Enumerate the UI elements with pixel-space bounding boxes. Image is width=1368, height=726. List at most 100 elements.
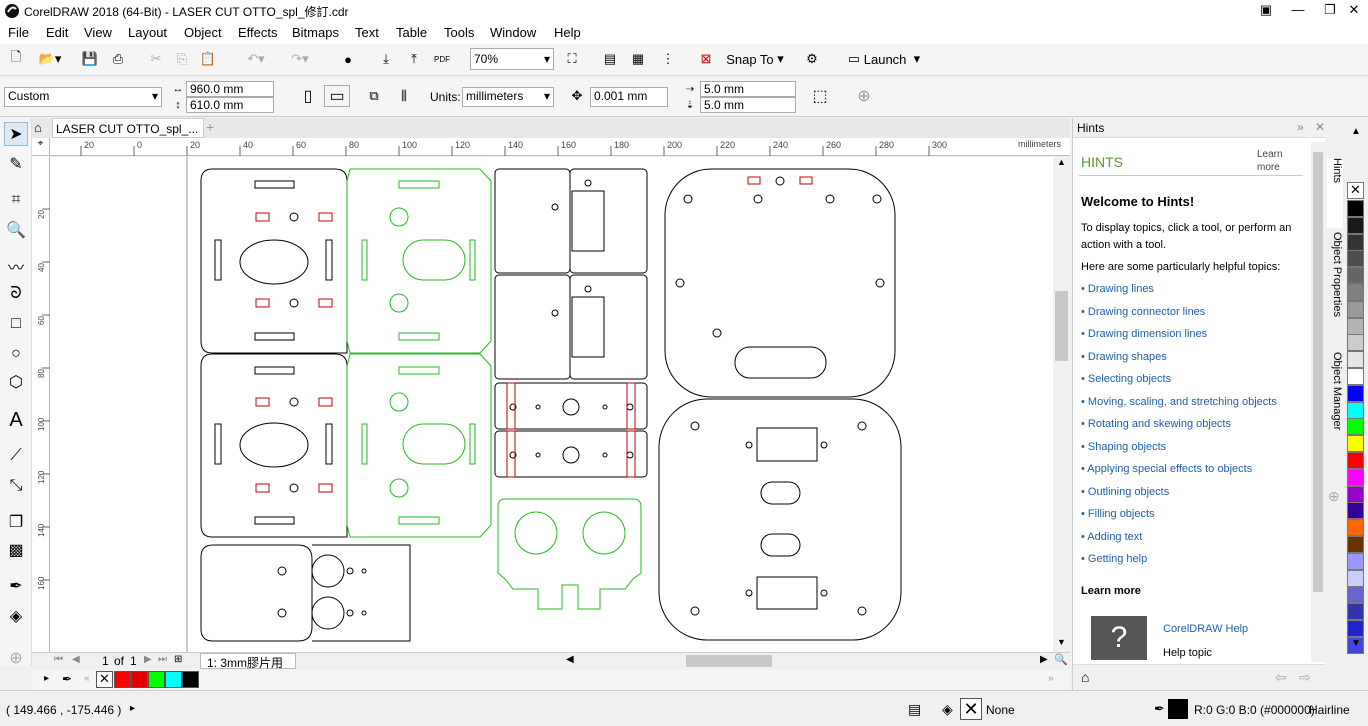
color-manager-icon[interactable]: ▤ xyxy=(908,701,922,717)
next-page-icon[interactable]: ▶ xyxy=(144,654,152,665)
vertical-scrollbar[interactable]: ▲ ▼ xyxy=(1053,157,1070,652)
drawing-canvas[interactable] xyxy=(50,157,1053,652)
hint-topic-link[interactable]: • Drawing lines xyxy=(1081,283,1154,295)
print-icon[interactable]: ⎙ xyxy=(112,51,124,66)
options-gear-icon[interactable]: ⚙ xyxy=(806,51,818,66)
copy-icon[interactable]: ⎘ xyxy=(176,51,188,66)
home-icon[interactable]: ⌂ xyxy=(34,120,42,135)
artistic-media-icon[interactable]: ᘐ xyxy=(10,285,22,302)
close-icon[interactable]: ✕ xyxy=(1315,120,1326,134)
shape-tool-icon[interactable]: ✎ xyxy=(9,156,23,173)
document-palette-swatch[interactable] xyxy=(114,671,131,688)
palette-swatch[interactable] xyxy=(1347,519,1364,537)
show-rulers-icon[interactable]: ▤ xyxy=(603,51,617,66)
palette-swatch[interactable] xyxy=(1347,636,1364,654)
palette-swatch[interactable] xyxy=(1347,603,1364,621)
palette-swatch[interactable] xyxy=(1347,485,1364,503)
scroll-left-icon[interactable]: « xyxy=(84,673,90,684)
scroll-down-icon[interactable]: ▼ xyxy=(1057,637,1066,647)
search-content-icon[interactable]: ● xyxy=(344,51,352,67)
hint-topic-link[interactable]: • Selecting objects xyxy=(1081,373,1172,385)
hint-topic-link[interactable]: • Getting help xyxy=(1081,553,1148,565)
new-tab-icon[interactable]: + xyxy=(206,119,215,135)
forward-icon[interactable]: ⇨ xyxy=(1299,669,1311,685)
hint-topic-link[interactable]: • Applying special effects to objects xyxy=(1081,463,1253,475)
show-grid-icon[interactable]: ▦ xyxy=(631,51,645,66)
palette-swatch[interactable] xyxy=(1347,502,1364,520)
current-page-icon[interactable]: ⫼ xyxy=(401,88,407,103)
full-screen-icon[interactable]: ⛶ xyxy=(567,51,577,66)
freehand-tool-icon[interactable]: 〰 xyxy=(7,260,24,277)
fill-swatch[interactable]: ✕ xyxy=(960,698,982,720)
outline-color-swatch[interactable] xyxy=(1168,699,1188,719)
snap-off-icon[interactable]: ⊠ xyxy=(700,51,712,66)
palette-swatch[interactable] xyxy=(1347,300,1364,318)
palette-swatch[interactable] xyxy=(1347,368,1364,385)
polygon-tool-icon[interactable]: ⬡ xyxy=(9,374,23,391)
page-height-input[interactable]: 610.0 mm xyxy=(186,97,274,113)
menu-help[interactable]: Help xyxy=(554,25,581,40)
document-palette-swatch[interactable] xyxy=(131,671,148,688)
last-page-icon[interactable]: ⏭ xyxy=(158,654,167,665)
palette-menu-icon[interactable]: ▸ xyxy=(44,673,50,684)
page-tab[interactable]: 1: 3mm膠片用 xyxy=(200,653,296,670)
add-page-icon[interactable]: ⊞ xyxy=(174,654,183,665)
palette-swatch[interactable] xyxy=(1347,334,1364,352)
ruler-origin-icon[interactable]: ⌖ xyxy=(32,138,50,156)
scroll-left-icon[interactable]: ◀ xyxy=(566,654,574,665)
vertical-scroll-thumb[interactable] xyxy=(1055,291,1068,361)
new-document-icon[interactable]: 🗋 xyxy=(10,49,22,64)
palette-swatch[interactable] xyxy=(1347,384,1364,402)
palette-scroll-down-icon[interactable]: ▼ xyxy=(1351,638,1361,649)
launch-dropdown[interactable]: ▭ Launch ▾ xyxy=(847,51,921,67)
palette-swatch[interactable] xyxy=(1347,418,1364,436)
prev-page-icon[interactable]: ◀ xyxy=(72,654,80,665)
menu-table[interactable]: Table xyxy=(396,25,428,40)
palette-swatch[interactable] xyxy=(1347,586,1364,604)
export-icon[interactable]: ⤒ xyxy=(411,51,417,66)
pick-tool-icon[interactable]: ➤ xyxy=(4,122,28,146)
crop-tool-icon[interactable]: ⌗ xyxy=(11,191,21,208)
hint-topic-link[interactable]: • Filling objects xyxy=(1081,508,1155,520)
hint-topic-link[interactable]: • Moving, scaling, and stretching object… xyxy=(1081,395,1277,408)
palette-swatch[interactable] xyxy=(1347,233,1364,251)
minimize-button[interactable]: — xyxy=(1291,2,1305,17)
open-icon[interactable]: 📂▾ xyxy=(38,51,62,66)
rectangle-tool-icon[interactable]: □ xyxy=(11,315,21,332)
document-palette-swatch[interactable] xyxy=(148,671,165,688)
drop-shadow-icon[interactable]: ❐ xyxy=(8,514,24,531)
palette-swatch[interactable] xyxy=(1347,435,1364,453)
scroll-right-icon[interactable]: ▶ xyxy=(1040,654,1048,665)
menu-edit[interactable]: Edit xyxy=(46,25,69,40)
laser-cut-drawing[interactable] xyxy=(50,157,1053,652)
connector-tool-icon[interactable]: ⤡ xyxy=(9,477,23,494)
docker-scroll-thumb[interactable] xyxy=(1313,152,1323,592)
tab-hints[interactable]: Hints xyxy=(1327,158,1343,228)
first-page-icon[interactable]: ⏮ xyxy=(54,654,63,665)
treat-as-filled-icon[interactable]: ⬚ xyxy=(812,88,828,105)
portrait-icon[interactable]: ▯ xyxy=(303,88,313,105)
menu-object[interactable]: Object xyxy=(184,25,222,40)
eyedropper-icon[interactable]: ✒ xyxy=(62,672,73,686)
menu-tools[interactable]: Tools xyxy=(444,25,475,40)
add-icon[interactable]: ⊕ xyxy=(857,88,871,105)
show-guidelines-icon[interactable]: ⋮ xyxy=(661,51,675,66)
import-icon[interactable]: ⤓ xyxy=(383,51,389,66)
scroll-up-icon[interactable]: ▲ xyxy=(1057,157,1066,167)
palette-swatch[interactable] xyxy=(1347,284,1364,301)
add-docker-icon[interactable]: ⊕ xyxy=(1328,488,1340,504)
restore-button[interactable]: ❐ xyxy=(1324,2,1336,17)
menu-window[interactable]: Window xyxy=(490,25,537,40)
tab-object-properties[interactable]: Object Properties xyxy=(1331,232,1343,317)
menu-effects[interactable]: Effects xyxy=(238,25,278,40)
interactive-fill-icon[interactable]: ◈ xyxy=(9,608,23,625)
document-tab[interactable]: LASER CUT OTTO_spl_... xyxy=(52,118,204,138)
scroll-right-icon[interactable]: » xyxy=(1048,673,1054,684)
all-pages-icon[interactable]: ⧉ xyxy=(369,88,379,103)
zoom-level-select[interactable]: 70%▾ xyxy=(470,48,554,70)
back-icon[interactable]: ⇦ xyxy=(1275,669,1287,685)
no-color-swatch[interactable]: ✕ xyxy=(1347,182,1364,199)
hint-topic-link[interactable]: • Drawing dimension lines xyxy=(1081,328,1208,340)
add-tool-icon[interactable]: ⊕ xyxy=(9,650,23,667)
